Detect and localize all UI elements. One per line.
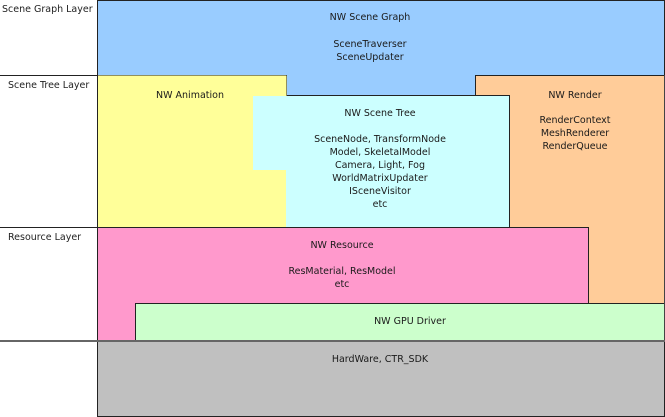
gpu-driver-block [136,304,664,340]
hardware-title: HardWare, CTR_SDK [331,354,429,365]
animation-title: NW Animation [156,90,224,101]
render-title: NW Render [548,90,602,101]
layer-label-scene-graph: Scene Graph Layer [2,4,93,15]
scene-tree-item: Model, SkeletalModel [329,147,431,158]
resource-title: NW Resource [310,240,374,251]
gpu-driver-title: NW GPU Driver [374,316,446,327]
resource-item: ResMaterial, ResModel [288,266,396,277]
scene-tree-title: NW Scene Tree [344,108,416,119]
animation-block [97,75,287,228]
scene-tree-block [253,96,509,227]
layer-label-scene-tree: Scene Tree Layer [8,80,90,91]
scene-graph-title: NW Scene Graph [329,12,411,23]
scene-graph-item: SceneUpdater [336,52,404,63]
render-item: MeshRenderer [540,128,610,139]
resource-item: etc [334,279,350,290]
render-item: RenderQueue [542,141,608,152]
scene-tree-item: Camera, Light, Fog [334,160,426,171]
render-item: RenderContext [539,115,611,126]
scene-tree-item: SceneNode, TransformNode [314,134,446,145]
scene-tree-item: ISceneVisitor [349,186,411,197]
scene-graph-item: SceneTraverser [333,39,407,50]
scene-tree-item: etc [372,199,388,210]
hardware-block [97,341,665,417]
scene-tree-item: WorldMatrixUpdater [332,173,428,184]
layer-label-resource: Resource Layer [8,232,82,243]
